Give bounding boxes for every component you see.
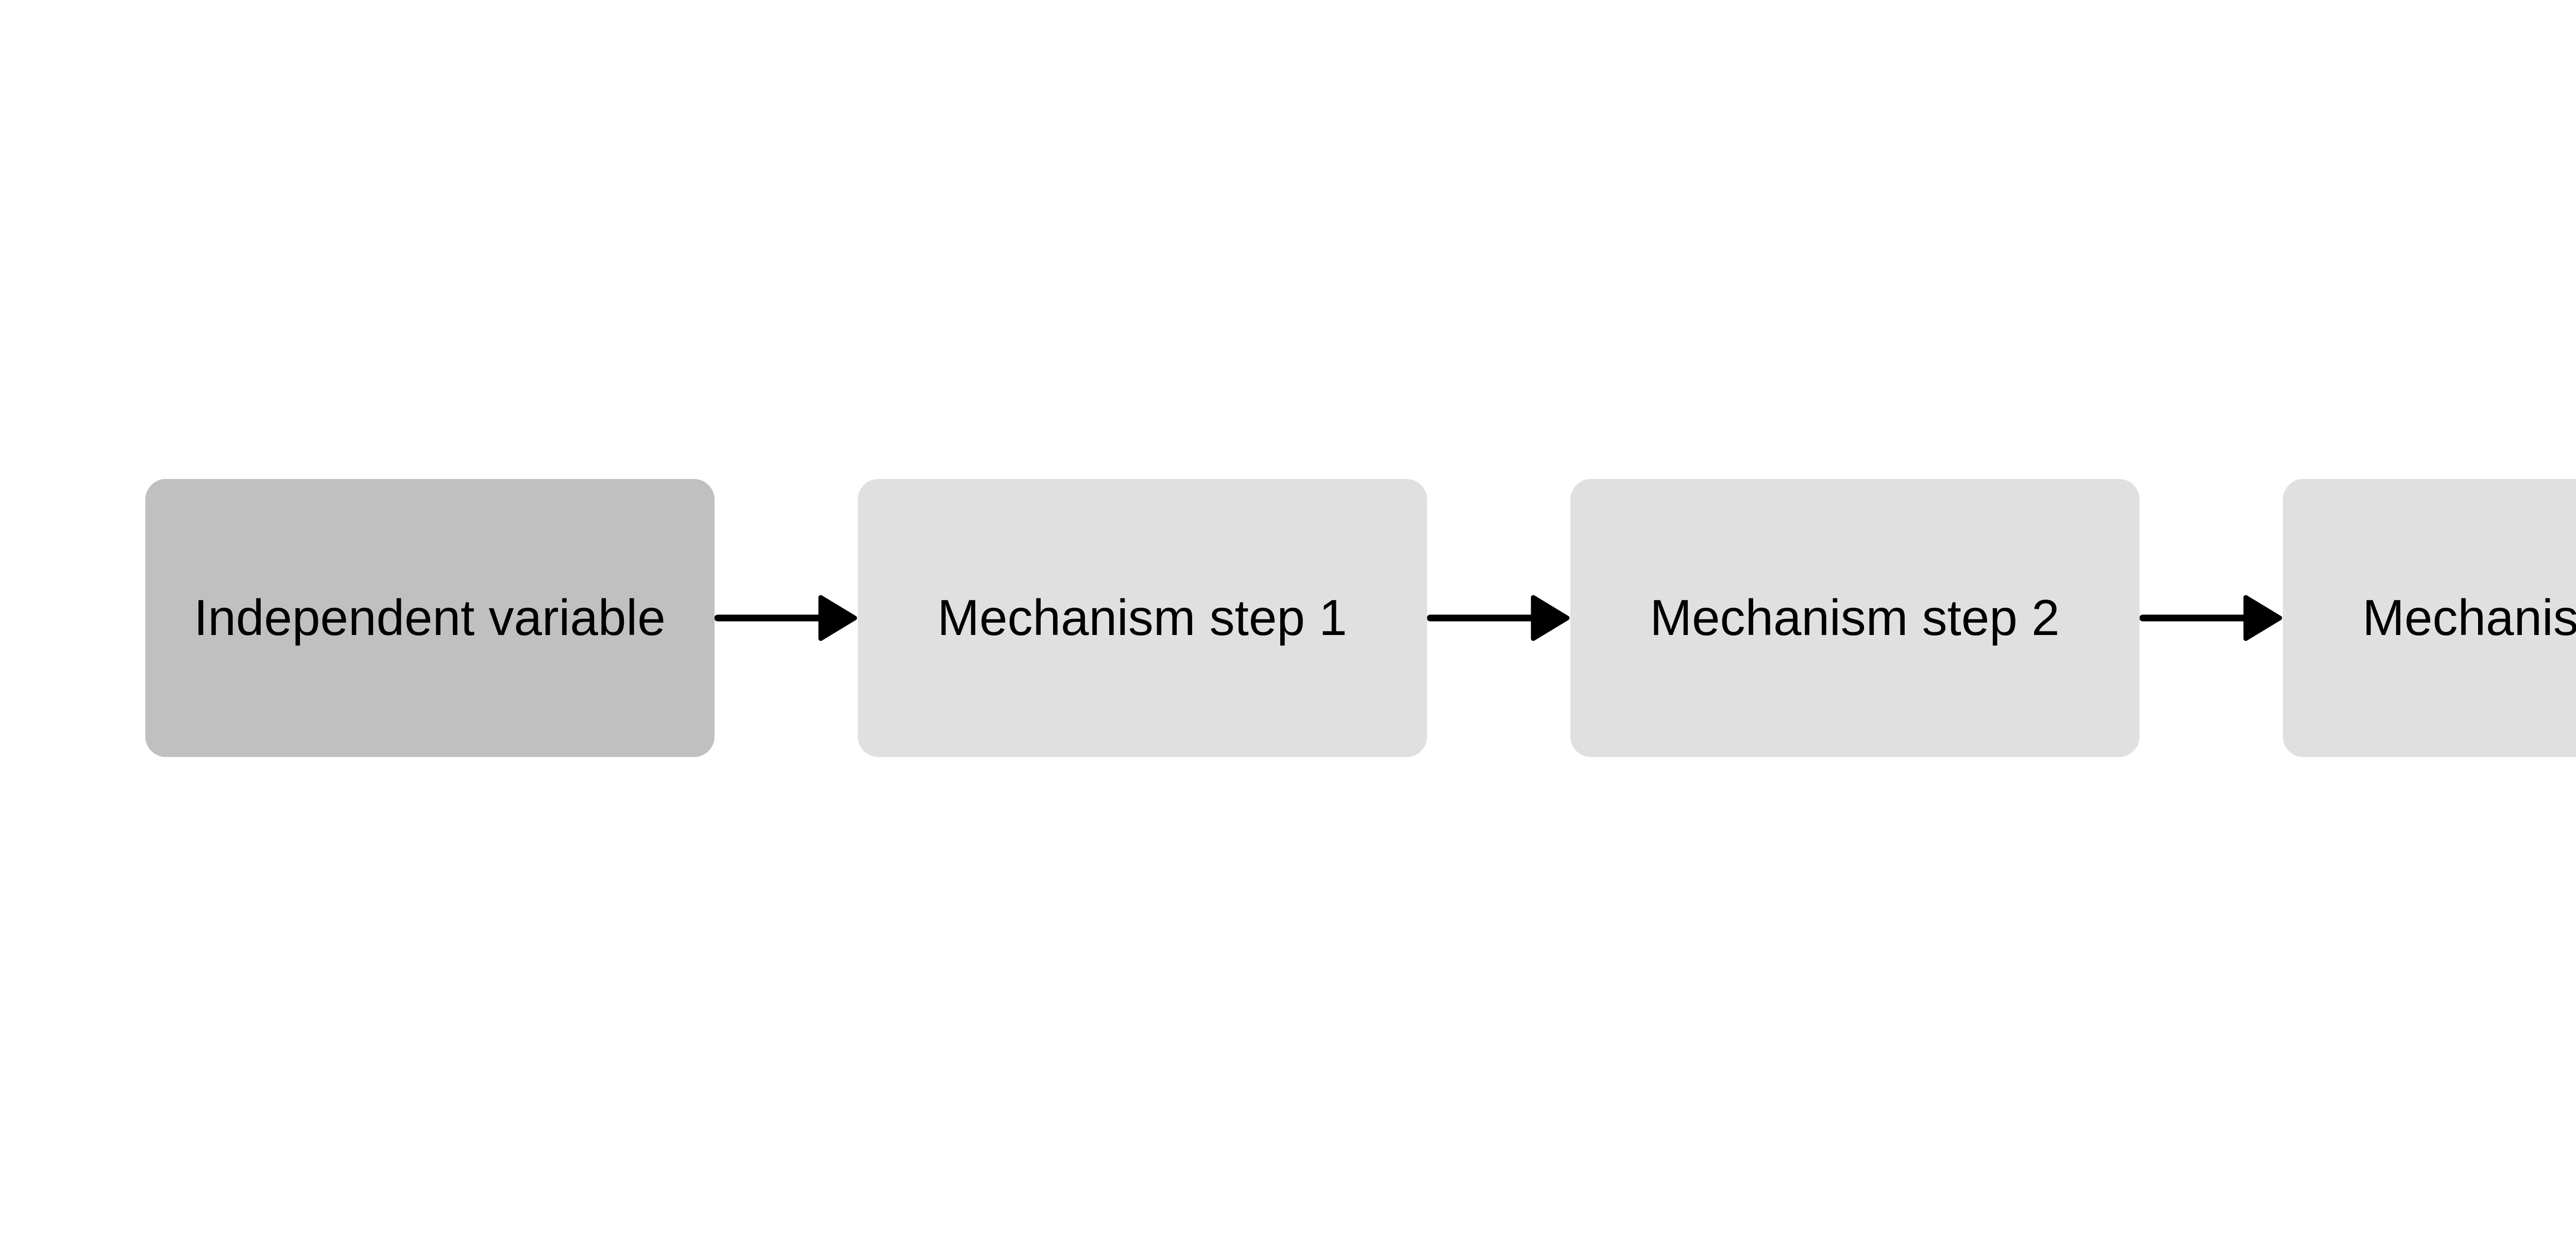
flow-arrow-icon <box>1427 595 1569 641</box>
node-mechanism-step-3-label: Mechanism step 3 <box>2362 589 2576 646</box>
node-independent-variable-label: Independent variable <box>194 589 666 646</box>
flow-arrow-icon <box>714 595 857 641</box>
node-mechanism-step-2: Mechanism step 2 <box>1570 479 2140 757</box>
flow-arrow-icon <box>2139 595 2282 641</box>
node-independent-variable: Independent variable <box>145 479 715 757</box>
node-mechanism-step-3: Mechanism step 3 <box>2282 479 2576 757</box>
node-mechanism-step-1-label: Mechanism step 1 <box>937 589 1347 646</box>
node-mechanism-step-2-label: Mechanism step 2 <box>1650 589 2060 646</box>
node-mechanism-step-1: Mechanism step 1 <box>857 479 1427 757</box>
